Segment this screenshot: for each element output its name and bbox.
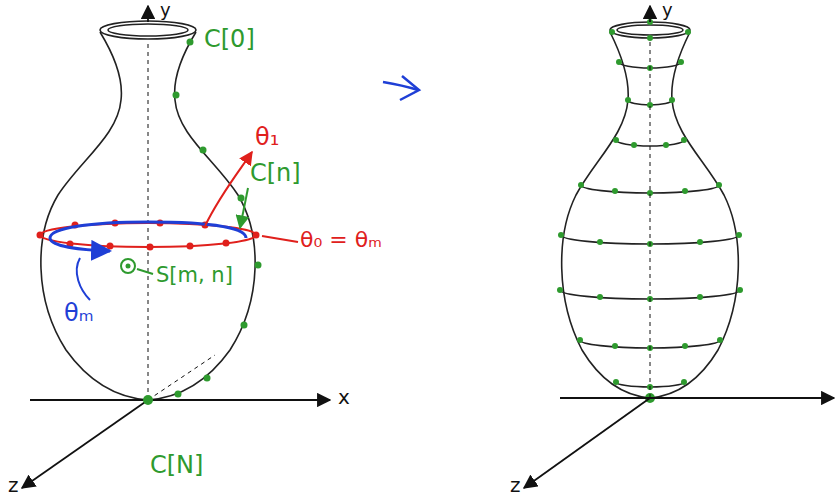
angle-label: θₘ bbox=[64, 300, 94, 326]
curve-label: C[N] bbox=[150, 452, 203, 478]
left-axes bbox=[22, 6, 330, 488]
angle-label: θ₀ = θₘ bbox=[300, 228, 382, 252]
axis-label: y bbox=[160, 0, 171, 20]
left-vase bbox=[41, 21, 255, 400]
axis-label: x bbox=[338, 386, 350, 408]
curve-label: C[n] bbox=[250, 160, 301, 186]
axis-label: z bbox=[8, 474, 19, 496]
axis-label: z bbox=[510, 474, 521, 496]
curve-label: C[0] bbox=[204, 26, 255, 52]
right-vase bbox=[560, 22, 740, 398]
transform-arrow bbox=[383, 76, 419, 100]
axis-label: y bbox=[662, 0, 673, 20]
band-points bbox=[557, 19, 743, 403]
point-label: S[m, n] bbox=[156, 264, 233, 287]
angle-label: θ₁ bbox=[255, 124, 279, 150]
right-axes bbox=[524, 6, 834, 488]
profile-points bbox=[143, 39, 262, 406]
